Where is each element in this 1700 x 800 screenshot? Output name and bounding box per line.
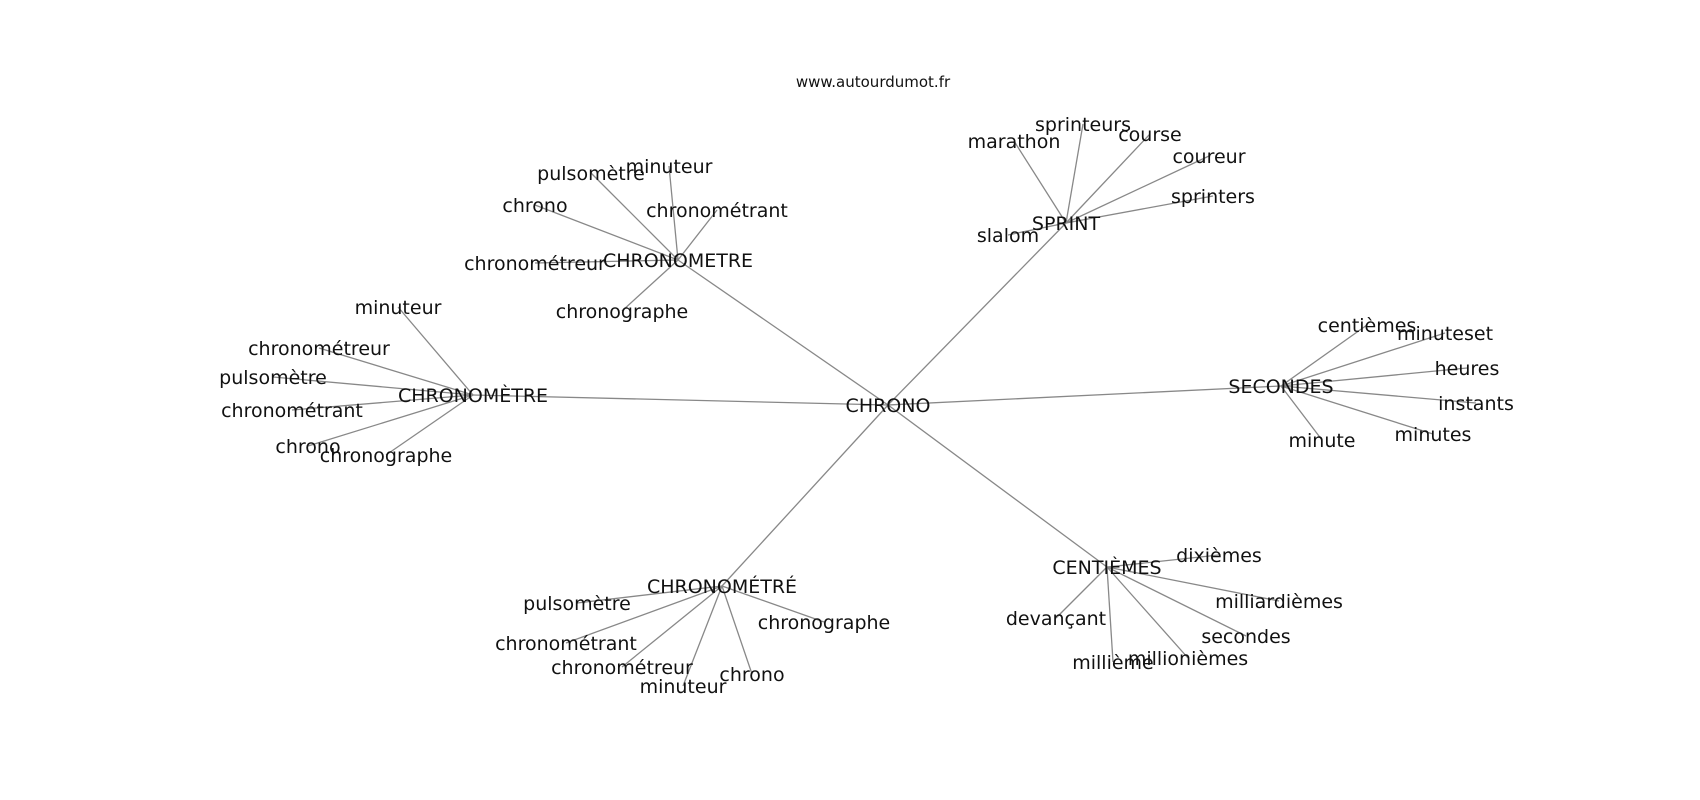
edge-hub-to-word [385,394,474,456]
hub-node-label: CHRONOMETRE [603,250,753,272]
edge-hub-to-word [1013,140,1067,224]
edge-hub-to-word [668,165,679,261]
edge-hub-to-word [590,172,679,261]
word-node-label: instants [1438,393,1514,415]
edge-hub-to-word [1065,133,1151,224]
edge-hub-to-word [621,259,679,312]
word-node-label: minuteur [355,297,442,319]
edge-hub-to-word [576,585,723,604]
root-node-label: CHRONO [846,395,931,417]
word-node-label: coureur [1172,146,1245,168]
word-node-label: minuteur [626,156,713,178]
hub-node-label: SPRINT [1032,213,1101,235]
word-node-label: chrono [719,664,784,686]
word-node-label: course [1118,124,1182,146]
edge-root-to-hub [472,394,889,406]
word-node-label: centièmes [1318,315,1417,337]
word-node-label: chronographe [320,445,452,467]
edge-hub-to-word [682,585,723,687]
edge-hub-to-word [307,394,474,447]
word-node-label: minute [1288,430,1355,452]
word-node-label: chronographe [758,612,890,634]
edge-hub-to-word [1106,566,1114,663]
edge-hub-to-word [318,347,474,396]
word-node-label: millième [1072,652,1154,674]
edge-hub-to-word [1106,566,1280,602]
word-node-label: chronométrant [221,400,363,422]
edge-hub-to-word [1280,385,1434,435]
edges [272,123,1477,687]
edge-hub-to-word [272,376,474,396]
edge-hub-to-word [721,585,825,623]
edge-hub-to-word [534,204,679,261]
edge-hub-to-word [1106,566,1189,659]
edge-hub-to-word [1280,332,1446,387]
word-node-label: chrono [502,195,567,217]
word-node-label: chrono [275,436,340,458]
edge-hub-to-word [1280,385,1323,441]
edge-hub-to-word [1106,554,1220,568]
edge-root-to-hub [887,222,1067,406]
word-node-label: chronométreur [551,657,693,679]
edge-hub-to-word [621,585,723,668]
word-node-label: milliardièmes [1215,591,1343,613]
edge-hub-to-word [677,209,718,261]
word-node-label: millionièmes [1128,648,1248,670]
word-node-label: chronométrant [495,633,637,655]
hub-node-label: SECONDES [1228,376,1333,398]
word-node-label: sprinters [1171,186,1255,208]
word-node-label: minutes [1395,424,1472,446]
word-node-label: chronométreur [248,338,390,360]
edge-hub-to-word [1065,155,1210,224]
hub-node-label: CHRONOMÈTRE [398,384,548,407]
edge-hub-to-word [1007,222,1067,236]
word-node-label: dixièmes [1176,545,1262,567]
edge-hub-to-word [1280,324,1368,387]
word-node-label: minuteur [640,676,727,698]
edge-hub-to-word [1280,367,1468,387]
edge-hub-to-word [1065,195,1214,224]
hub-node-label: CENTIÈMES [1052,556,1161,579]
word-node-label: marathon [968,131,1061,153]
edge-hub-to-word [1065,123,1084,224]
word-node-label: minuteset [1397,323,1493,345]
edge-root-to-hub [887,385,1282,406]
edge-hub-to-word [1280,385,1477,404]
edge-root-to-hub [887,404,1108,568]
edge-root-to-hub [677,259,889,406]
word-node-label: slalom [977,225,1039,247]
word-node-label: pulsomètre [537,163,645,185]
word-node-label: chronométreur [464,253,606,275]
edge-hub-to-word [291,394,474,411]
edge-hub-to-word [397,306,474,396]
word-node-label: chronographe [556,301,688,323]
edge-hub-to-word [534,259,679,264]
edge-hub-to-word [721,585,753,675]
edge-hub-to-word [1106,566,1247,637]
word-node-label: devançant [1006,608,1106,630]
word-node-label: chronométrant [646,200,788,222]
source-label: www.autourdumot.fr [796,73,951,91]
edge-hub-to-word [565,585,723,644]
edge-hub-to-word [1055,566,1108,619]
word-node-label: heures [1435,358,1500,380]
word-node-label: secondes [1201,626,1290,648]
word-node-label: pulsomètre [219,367,327,389]
edge-root-to-hub [721,404,889,587]
word-node-label: sprinteurs [1035,114,1131,136]
word-node-label: pulsomètre [523,593,631,615]
hub-node-label: CHRONOMÉTRÉ [647,575,797,598]
labels: CHRONOCHRONOMETREchronométreurchronopuls… [219,114,1514,698]
